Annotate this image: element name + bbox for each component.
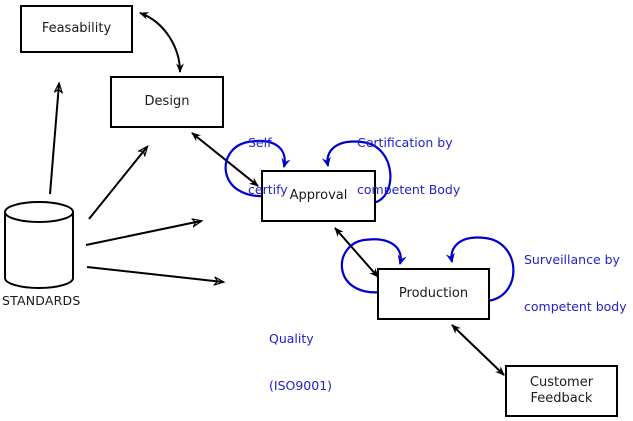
- annotation-self-certify-line1: Self: [248, 135, 272, 150]
- annotation-surveillance-line1: Surveillance by: [524, 252, 620, 267]
- node-approval[interactable]: Approval: [261, 170, 376, 222]
- annotation-surveillance-competent-body: Surveillance by competent body: [524, 221, 627, 345]
- edge-design-to-feasability: [139, 12, 184, 73]
- annotation-certification-competent-body: Certification by competent Body: [357, 104, 460, 228]
- node-production-label: Production: [398, 286, 469, 301]
- node-design[interactable]: Design: [110, 76, 224, 128]
- node-production[interactable]: Production: [377, 268, 490, 320]
- annotation-self-certify: Self certify: [248, 104, 288, 228]
- loop-surveillance-competent-body: [445, 236, 515, 303]
- annotation-quality-line1: Quality: [269, 331, 314, 346]
- annotation-self-certify-line2: certify: [248, 181, 288, 197]
- node-customer-feedback-label-line2: Feedback: [530, 391, 593, 406]
- standards-datastore[interactable]: [3, 200, 75, 290]
- edge-standards-to-feasability: [49, 84, 59, 195]
- loop-self-certify: [224, 139, 291, 198]
- edge-design-to-approval: [191, 132, 259, 187]
- node-customer-feedback[interactable]: Customer Feedback: [505, 365, 618, 417]
- annotation-surveillance-line2: competent body: [524, 298, 627, 314]
- node-feasability-label: Feasability: [41, 21, 112, 36]
- standards-datastore-label: STANDARDS: [2, 293, 81, 308]
- annotation-quality-monitoring: Quality (ISO9001) monitoring: [269, 300, 337, 421]
- node-customer-feedback-label-line1: Customer: [529, 375, 594, 390]
- edge-standards-to-design: [88, 147, 147, 220]
- annotation-certification-line2: competent Body: [357, 181, 461, 197]
- edge-approval-to-production: [334, 227, 379, 278]
- loop-quality-monitoring: [340, 238, 407, 294]
- edge-standards-to-production-area: [86, 266, 223, 282]
- edge-production-to-customer-feedback: [451, 324, 505, 376]
- node-feasability[interactable]: Feasability: [20, 5, 133, 53]
- annotation-quality-line2: (ISO9001): [269, 377, 333, 393]
- node-approval-label: Approval: [289, 188, 348, 203]
- loop-certification-competent-body: [321, 140, 392, 205]
- node-design-label: Design: [144, 94, 190, 109]
- edge-standards-to-approval-area: [85, 221, 201, 246]
- annotation-certification-line1: Certification by: [357, 135, 453, 150]
